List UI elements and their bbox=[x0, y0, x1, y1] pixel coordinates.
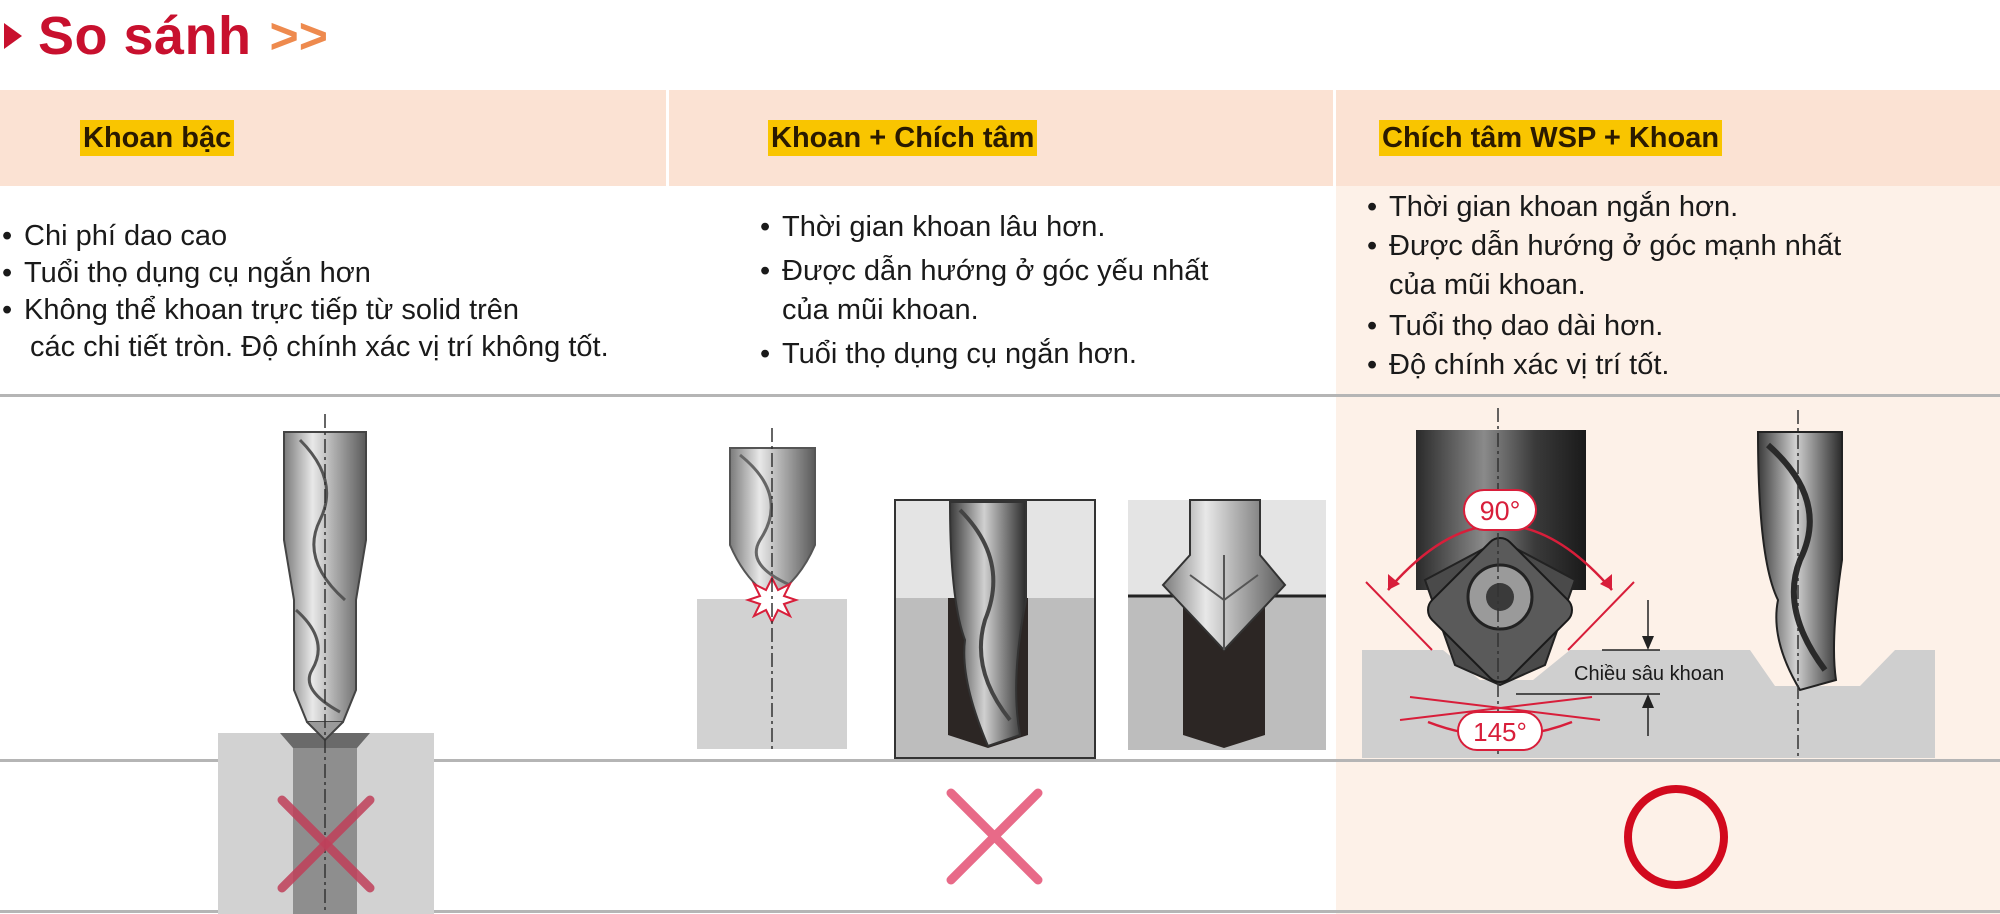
step-drill-illustration bbox=[218, 414, 434, 914]
header-drill-center: Khoan + Chích tâm bbox=[669, 90, 1333, 186]
point-item: Tuổi thọ dao dài hơn. bbox=[1367, 307, 1987, 346]
drill-center-illustration bbox=[697, 428, 1326, 759]
header-step-drill-label: Khoan bậc bbox=[80, 120, 235, 156]
angle-label-145: 145° bbox=[1473, 717, 1527, 747]
points-step-drill: Chi phí dao cao Tuổi thọ dụng cụ ngắn hơ… bbox=[2, 218, 702, 366]
drilled-hole bbox=[1183, 596, 1265, 748]
header-drill-center-label: Khoan + Chích tâm bbox=[768, 120, 1038, 156]
header-wsp-center-drill-label: Chích tâm WSP + Khoan bbox=[1379, 120, 1723, 156]
point-item: Thời gian khoan ngắn hơn. bbox=[1367, 188, 1987, 227]
header-wsp-center-drill: Chích tâm WSP + Khoan bbox=[1336, 90, 2000, 186]
verdict-cross-2 bbox=[946, 788, 1043, 885]
title-text: So sánh bbox=[38, 6, 252, 66]
header-divider bbox=[666, 90, 669, 186]
depth-label: Chiều sâu khoan bbox=[1574, 663, 1724, 685]
point-item: Tuổi thọ dụng cụ ngắn hơn. bbox=[760, 335, 1320, 374]
point-item: Không thể khoan trực tiếp từ solid trên bbox=[2, 292, 702, 329]
row-divider bbox=[0, 394, 2000, 397]
point-item: Được dẫn hướng ở góc mạnh nhất của mũi k… bbox=[1367, 227, 1987, 305]
title-arrows: >> bbox=[269, 8, 328, 64]
row-divider bbox=[0, 910, 2000, 913]
wsp-center-drill-illustration: 90° 145° Chiều sâu khoan bbox=[1362, 408, 1935, 758]
verdict-cross-1 bbox=[277, 795, 375, 893]
header-divider bbox=[1333, 90, 1336, 186]
point-item: Chi phí dao cao bbox=[2, 218, 702, 255]
play-bullet-icon bbox=[4, 23, 22, 49]
drill-bit bbox=[948, 501, 1027, 748]
points-drill-center: Thời gian khoan lâu hơn. Được dẫn hướng … bbox=[760, 208, 1320, 379]
point-item: Thời gian khoan lâu hơn. bbox=[760, 208, 1320, 247]
verdict-circle bbox=[1624, 785, 1728, 889]
points-wsp-center-drill: Thời gian khoan ngắn hơn. Được dẫn hướng… bbox=[1367, 188, 1987, 385]
point-continuation: các chi tiết tròn. Độ chính xác vị trí k… bbox=[30, 331, 609, 363]
header-step-drill: Khoan bậc bbox=[0, 90, 666, 186]
point-item: Độ chính xác vị trí tốt. bbox=[1367, 346, 1987, 385]
point-item: Được dẫn hướng ở góc yếu nhất của mũi kh… bbox=[760, 252, 1320, 330]
point-item: Tuổi thọ dụng cụ ngắn hơn bbox=[2, 255, 702, 292]
section-title: So sánh >> bbox=[0, 6, 328, 66]
row-divider bbox=[0, 759, 2000, 762]
angle-label-90: 90° bbox=[1480, 496, 1521, 526]
